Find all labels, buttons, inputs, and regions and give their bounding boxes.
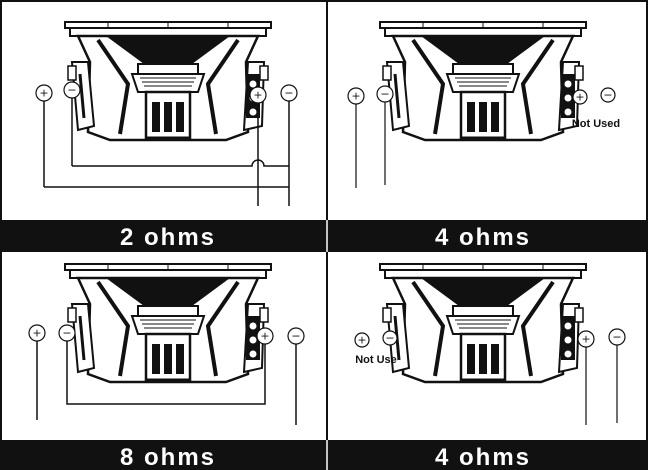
terminal-positive-icon: +	[575, 91, 584, 104]
terminal-negative-icon: −	[603, 89, 612, 102]
label-band-top	[0, 220, 648, 252]
terminal-negative-icon: −	[291, 330, 300, 343]
not-used-note: Not Used	[572, 118, 620, 130]
terminal-positive-icon: +	[581, 333, 590, 346]
panel-4-ohms-single-coil-alt: + − + − Not Use 4 ohms	[354, 262, 626, 470]
terminal-negative-icon: −	[612, 331, 621, 344]
panel-8-ohms-series: + − + − 8 ohms	[28, 262, 305, 470]
terminal-negative-icon: −	[67, 84, 76, 97]
terminal-positive-icon: +	[253, 89, 262, 102]
panel-4-ohms-single-coil: + − + − Not Used 4 ohms	[347, 20, 620, 251]
terminal-positive-icon: +	[260, 330, 269, 343]
panel-2-ohms-parallel: + − + − 2 ohms	[35, 20, 298, 251]
not-use-note: Not Use	[355, 354, 397, 366]
panel-label-4-ohms-alt: 4 ohms	[435, 444, 531, 470]
terminal-positive-icon: +	[357, 334, 366, 347]
panel-label-8-ohms: 8 ohms	[120, 444, 216, 470]
panel-label-4-ohms: 4 ohms	[435, 224, 531, 251]
terminal-negative-icon: −	[62, 327, 71, 340]
terminal-positive-icon: +	[32, 327, 41, 340]
terminal-negative-icon: −	[284, 87, 293, 100]
terminal-positive-icon: +	[39, 87, 48, 100]
terminal-positive-icon: +	[351, 90, 360, 103]
terminal-negative-icon: −	[380, 88, 389, 101]
panel-label-2-ohms: 2 ohms	[120, 224, 216, 251]
label-band-bottom	[0, 440, 648, 470]
terminal-negative-icon: −	[385, 332, 394, 345]
